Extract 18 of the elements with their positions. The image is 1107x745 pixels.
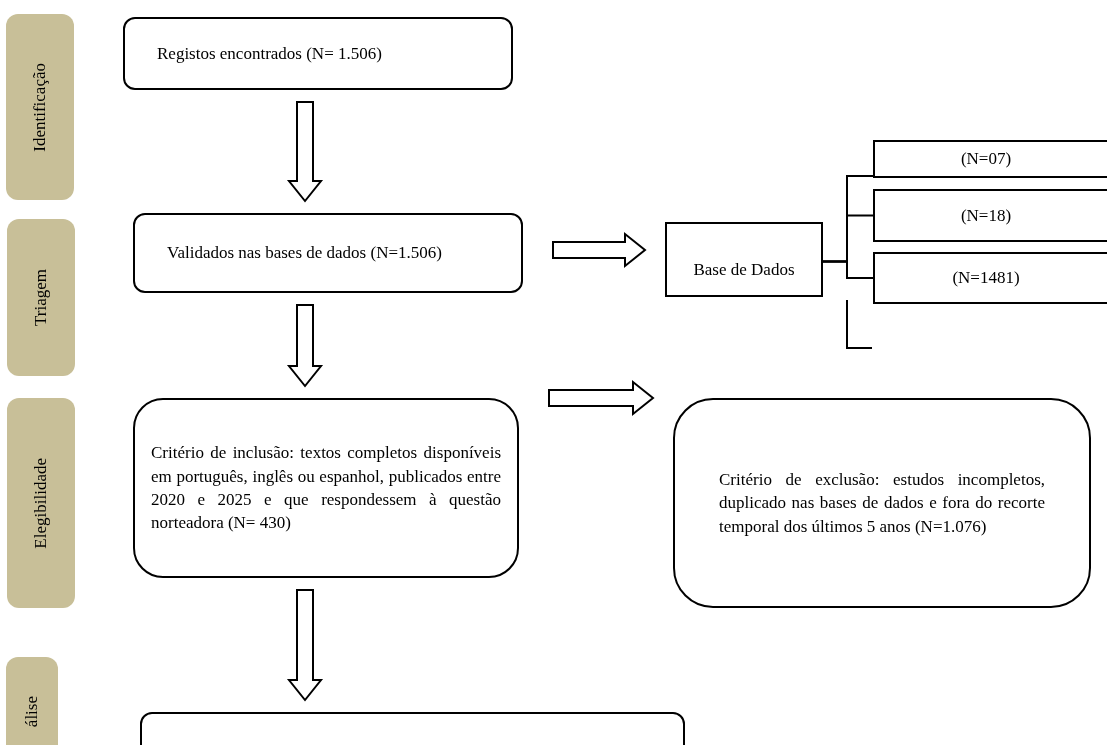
database-box: Base de Dados [665, 222, 823, 297]
stage-band: álise [6, 657, 58, 745]
block-arrow [552, 231, 647, 269]
criteria-box: Critério de exclusão: estudos incompletos, duplicado nas bases de dados e fora do recorte temporal dos últimos 5 anos (N=1.076) [673, 398, 1091, 608]
stage-band: Elegibilidade [7, 398, 75, 608]
criteria-box: Critério de inclusão: textos completos disponíveis em português, inglês ou espanhol, publicados entre 2020 e 2025 e que respondessem à questão norteadora (N= 430) [133, 398, 519, 578]
block-arrow [286, 304, 324, 388]
database-box: (N=1481) [873, 252, 1107, 304]
process-box: Registos encontrados (N= 1.506) [123, 17, 513, 90]
stage-band: Triagem [7, 219, 75, 376]
stage-band: Identificação [6, 14, 74, 200]
block-arrow [286, 589, 324, 702]
database-box: (N=07) [873, 140, 1107, 178]
database-box: (N=18) [873, 189, 1107, 242]
connector-line [822, 260, 874, 279]
process-box: Validados nas bases de dados (N=1.506) [133, 213, 523, 293]
block-arrow [286, 101, 324, 203]
block-arrow [548, 379, 655, 417]
